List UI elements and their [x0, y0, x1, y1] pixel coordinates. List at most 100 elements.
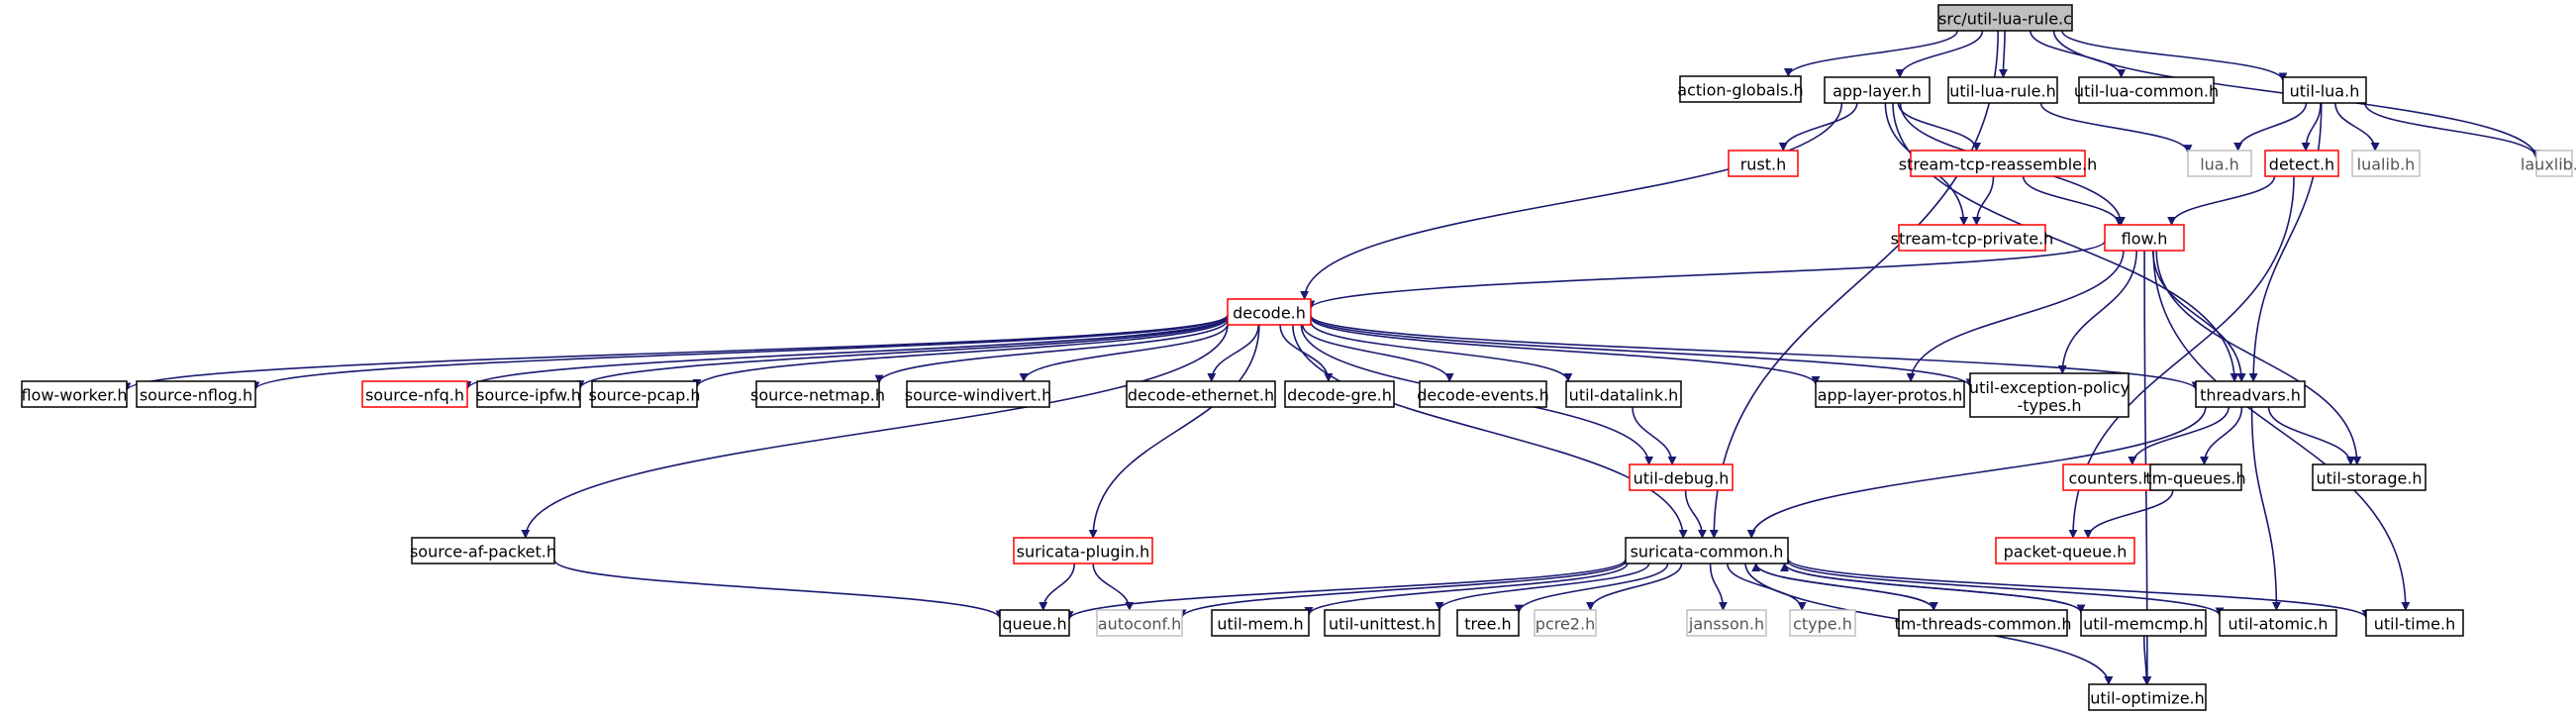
node-box-lauxlib-h [2535, 150, 2573, 177]
node-label-rust-h: rust.h [1740, 155, 1787, 174]
node-util-unittest-h[interactable]: util-unittest.h [1324, 609, 1440, 637]
node-label-action-globals-h: action-globals.h [1677, 81, 1803, 100]
node-label-util-lua-h: util-lua.h [2290, 82, 2360, 101]
node-source-nflog-h[interactable]: source-nflog.h [136, 380, 256, 408]
node-decode-ethernet-h[interactable]: decode-ethernet.h [1126, 380, 1276, 408]
node-label-pcre2-h: pcre2.h [1536, 615, 1595, 634]
node-stream-tcp-private-h[interactable]: stream-tcp-private.h [1891, 224, 2054, 252]
node-threadvars-h[interactable]: threadvars.h [2195, 380, 2306, 408]
edge-app-layer-h-to-stream-tcp-reassemble-h [1897, 102, 1982, 152]
edges-layer [122, 30, 2541, 685]
node-box-queue-h [999, 609, 1070, 637]
node-util-storage-h[interactable]: util-storage.h [2312, 463, 2427, 491]
node-box-autoconf-h [1096, 609, 1183, 637]
node-box-util-lua-rule-h [1947, 76, 2058, 104]
node-util-time-h[interactable]: util-time.h [2365, 609, 2464, 637]
node-label-lualib-h: lualib.h [2357, 155, 2416, 174]
node-tm-queues-h[interactable]: tm-queues.h [2145, 463, 2246, 491]
node-label-detect-h: detect.h [2269, 155, 2334, 174]
edge-util-datalink-h-to-util-debug-h [1632, 406, 1677, 465]
node-app-layer-h[interactable]: app-layer.h [1824, 76, 1931, 104]
node-box-pcre2-h [1534, 609, 1597, 637]
node-util-optimize-h[interactable]: util-optimize.h [2088, 683, 2207, 711]
edge-decode-h-to-decode-ethernet-h [1207, 324, 1259, 382]
node-util-datalink-h[interactable]: util-datalink.h [1565, 380, 1682, 408]
node-label-app-layer-protos-h: app-layer-protos.h [1818, 386, 1963, 405]
edge-decode-h-to-source-nflog-h [250, 314, 1229, 391]
node-box-decode-h [1227, 298, 1312, 326]
node-packet-queue-h[interactable]: packet-queue.h [1995, 537, 2135, 564]
node-decode-gre-h[interactable]: decode-gre.h [1284, 380, 1395, 408]
node-label-util-debug-h: util-debug.h [1634, 469, 1730, 488]
node-box-tm-threads-common-h [1898, 609, 2068, 637]
node-stream-tcp-reassemble-h[interactable]: stream-tcp-reassemble.h [1899, 150, 2098, 177]
node-suricata-common-h[interactable]: suricata-common.h [1625, 537, 1789, 564]
edge-suricata-common-h-to-queue-h [1064, 559, 1627, 621]
node-detect-h[interactable]: detect.h [2264, 150, 2339, 177]
node-counters-h[interactable]: counters.h [2062, 463, 2159, 491]
edge-decode-h-to-suricata-plugin-h [1088, 324, 1260, 539]
edge-decode-h-to-source-pcap-h [692, 317, 1229, 388]
node-box-decode-events-h [1419, 380, 1547, 408]
node-box-decode-gre-h [1284, 380, 1395, 408]
node-queue-h[interactable]: queue.h [999, 609, 1070, 637]
node-util-lua-h[interactable]: util-lua.h [2282, 76, 2367, 104]
node-label-ctype-h: ctype.h [1793, 615, 1852, 634]
edge-decode-h-to-source-ipfw-h [575, 316, 1229, 390]
node-source-pcap-h[interactable]: source-pcap.h [588, 380, 701, 408]
edge-detect-h-to-flow-h [2167, 175, 2276, 226]
node-label-app-layer-h: app-layer.h [1833, 82, 1922, 101]
node-flow-h[interactable]: flow.h [2104, 224, 2185, 252]
node-label-stream-tcp-reassemble-h: stream-tcp-reassemble.h [1899, 155, 2098, 174]
node-tm-threads-common-h[interactable]: tm-threads-common.h [1894, 609, 2072, 637]
node-lualib-h: lualib.h [2351, 150, 2421, 177]
edge-stream-tcp-reassemble-h-to-stream-tcp-private-h [1972, 175, 1995, 226]
node-autoconf-h: autoconf.h [1096, 609, 1183, 637]
node-label-util-storage-h: util-storage.h [2316, 469, 2422, 488]
node-source-ipfw-h[interactable]: source-ipfw.h [476, 380, 581, 408]
node-box-jansson-h [1686, 609, 1767, 637]
node-source-nfq-h[interactable]: source-nfq.h [361, 380, 468, 408]
node-decode-events-h[interactable]: decode-events.h [1417, 380, 1549, 408]
node-box-util-optimize-h [2088, 683, 2207, 711]
node-source-netmap-h[interactable]: source-netmap.h [750, 380, 885, 408]
node-ctype-h: ctype.h [1789, 609, 1856, 637]
node-action-globals-h[interactable]: action-globals.h [1677, 75, 1804, 103]
node-source-af-packet-h[interactable]: source-af-packet.h [410, 537, 556, 564]
node-app-layer-protos-h[interactable]: app-layer-protos.h [1815, 380, 1965, 408]
node-decode-h[interactable]: decode.h [1227, 298, 1312, 326]
node-util-lua-rule-h[interactable]: util-lua-rule.h [1947, 76, 2058, 104]
edge-app-layer-h-to-decode-h [1300, 102, 1843, 300]
node-tree-h[interactable]: tree.h [1456, 609, 1520, 637]
node-box-util-lua-common-h [2078, 76, 2215, 104]
node-box-ctype-h [1789, 609, 1856, 637]
node-util-mem-h[interactable]: util-mem.h [1211, 609, 1310, 637]
node-suricata-plugin-h[interactable]: suricata-plugin.h [1013, 537, 1153, 564]
node-flow-worker-h[interactable]: flow-worker.h [21, 380, 128, 408]
node-rust-h[interactable]: rust.h [1728, 150, 1799, 177]
edge-decode-h-to-source-nfq-h [462, 315, 1229, 390]
node-box-util-memcmp-h [2080, 609, 2207, 637]
edge-flow-h-to-util-exception-policy-types-h [2057, 250, 2137, 374]
node-box-tm-queues-h [2149, 463, 2242, 491]
node-util-atomic-h[interactable]: util-atomic.h [2219, 609, 2337, 637]
edge-suricata-common-h-to-util-time-h [1787, 558, 2371, 619]
edge-util-memcmp-h-to-suricata-common-h [1780, 563, 2082, 613]
edge-suricata-common-h-to-util-unittest-h [1435, 563, 1650, 611]
edge-decode-h-to-app-layer-protos-h [1310, 317, 1821, 385]
node-box-src-util-lua-rule-c [1937, 4, 2073, 32]
node-label-counters-h: counters.h [2068, 469, 2152, 488]
node-util-debug-h[interactable]: util-debug.h [1629, 463, 1734, 491]
edge-decode-h-to-util-exception-policy-types-h [1310, 316, 1975, 388]
node-source-windivert-h[interactable]: source-windivert.h [905, 380, 1052, 408]
node-util-exception-policy-types-h[interactable]: util-exception-policy-types.h [1969, 372, 2130, 418]
node-util-memcmp-h[interactable]: util-memcmp.h [2080, 609, 2207, 637]
node-util-lua-common-h[interactable]: util-lua-common.h [2074, 76, 2219, 104]
edge-threadvars-h-to-util-atomic-h [2250, 406, 2281, 611]
node-lua-h: lua.h [2187, 150, 2252, 177]
node-box-app-layer-protos-h [1815, 380, 1965, 408]
node-label-jansson-h: jansson.h [1688, 615, 1764, 634]
node-label-autoconf-h: autoconf.h [1098, 615, 1181, 634]
node-box-suricata-plugin-h [1013, 537, 1153, 564]
